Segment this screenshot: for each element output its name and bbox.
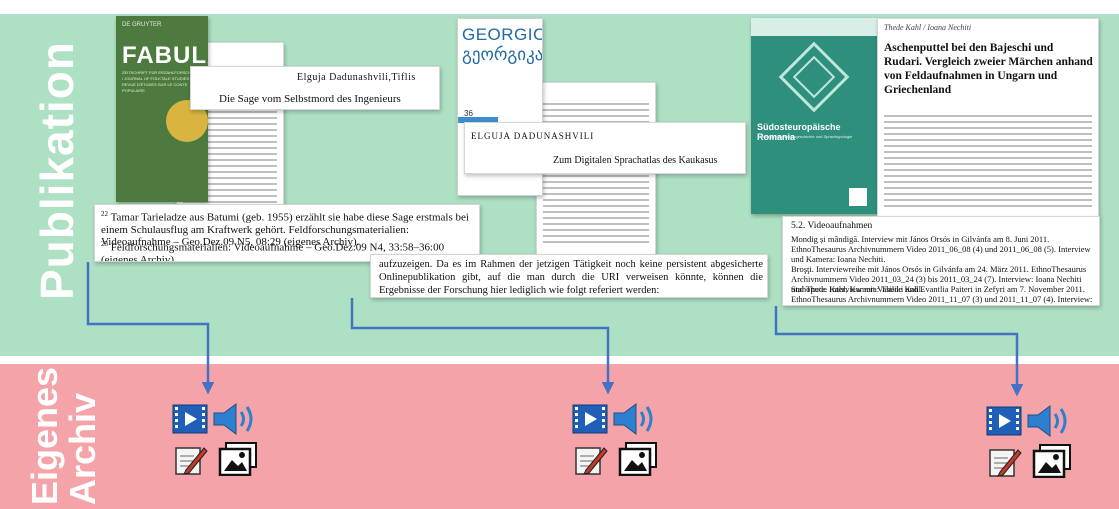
doc2-cover-number: 36 — [464, 109, 473, 118]
doc2-excerpt-card: aufzuzeigen. Da es im Rahmen der jetzige… — [370, 254, 768, 298]
doc1-cover-publisher: DE GRUYTER — [122, 22, 162, 28]
doc2-author: ELGUJA DADUNASHVILI — [471, 131, 595, 141]
video-icon — [986, 406, 1022, 436]
doc1-author: Elguja Dadunashvili,Tiflis — [297, 72, 416, 83]
doc2-title: Zum Digitalen Sprachatlas des Kaukasus — [553, 155, 718, 166]
archive-label: Eigenes Archiv — [24, 366, 103, 505]
doc1-title: Die Sage vom Selbstmord des Ingenieurs — [219, 93, 401, 105]
doc3-ref-2: Broşţi. Interviewreihe mit János Orsós i… — [791, 264, 1087, 294]
archive-icons-3 — [986, 405, 1086, 478]
publication-label: Publikation — [31, 41, 83, 300]
document-icon — [175, 447, 208, 475]
doc3-ref-3: Stahopute. Interview mit Vasiliki und Ev… — [791, 284, 1093, 305]
doc3-ref-1: Mondig și mândigă. Interview mit János O… — [791, 234, 1091, 264]
archive-label-line2: Archiv — [62, 392, 103, 505]
doc3-cover-title: Südosteuropäische Romania — [757, 122, 841, 142]
doc1-cover-title: FABULA — [122, 42, 208, 69]
image-icon — [618, 442, 657, 476]
audio-icon — [213, 403, 253, 435]
video-icon — [172, 404, 208, 434]
doc3-cover: Südosteuropäische Romania Siedlungs-/Mig… — [751, 18, 877, 214]
video-icon — [572, 404, 608, 434]
doc1-footnote-2: 23 Feldforschungsmaterialien: Videoaufna… — [101, 240, 445, 262]
archive-band — [0, 364, 1119, 509]
archive-label-line1: Eigenes — [24, 366, 65, 505]
doc3-section: 5.2. Videoaufnahmen — [791, 221, 873, 231]
doc3-cover-subtitle: Siedlungs-/Migrationsgeschichte und Spra… — [757, 134, 853, 139]
audio-icon — [1027, 405, 1067, 437]
document-icon — [989, 449, 1022, 477]
doc1-footnote-card: 22 Tamar Tarieladze aus Batumi (geb. 195… — [94, 204, 480, 262]
doc1-cover-subtitle: ZEITSCHRIFT FÜR ERZÄHLFORSCHUNG / JOURNA… — [122, 70, 200, 93]
archive-icons-2 — [572, 403, 672, 476]
doc1-header-card: Elguja Dadunashvili,Tiflis Die Sage vom … — [190, 66, 440, 110]
image-icon — [1032, 444, 1071, 478]
doc2-cover-bar — [458, 117, 498, 123]
doc2-header-card: ELGUJA DADUNASHVILI Zum Digitalen Sprach… — [464, 122, 746, 174]
doc1-footnote-1: 22 Tamar Tarieladze aus Batumi (geb. 195… — [101, 210, 469, 248]
doc2-excerpt: aufzuzeigen. Da es im Rahmen der jetzige… — [379, 259, 763, 296]
image-icon — [218, 442, 257, 476]
archive-icons-1 — [172, 403, 272, 476]
doc3-cover-top — [751, 18, 877, 36]
document-icon — [575, 447, 608, 475]
doc2-cover-title-latin: GEORGICA — [462, 25, 542, 44]
doc3-references-card: 5.2. Videoaufnahmen Mondig și mândigă. I… — [782, 216, 1100, 306]
audio-icon — [613, 403, 653, 435]
doc3-cover-logo — [849, 188, 867, 206]
doc1-cover: DE GRUYTER FABULA ZEITSCHRIFT FÜR ERZÄHL… — [116, 16, 208, 202]
doc2-cover-title-georgian: გეორგიკა — [462, 45, 543, 65]
doc3-authors: Thede Kahl / Ioana Nechiti — [884, 23, 972, 32]
doc3-title: Aschenputtel bei den Bajeschi und Rudari… — [884, 42, 1093, 96]
doc3-page: Thede Kahl / Ioana Nechiti Aschenputtel … — [877, 18, 1099, 218]
